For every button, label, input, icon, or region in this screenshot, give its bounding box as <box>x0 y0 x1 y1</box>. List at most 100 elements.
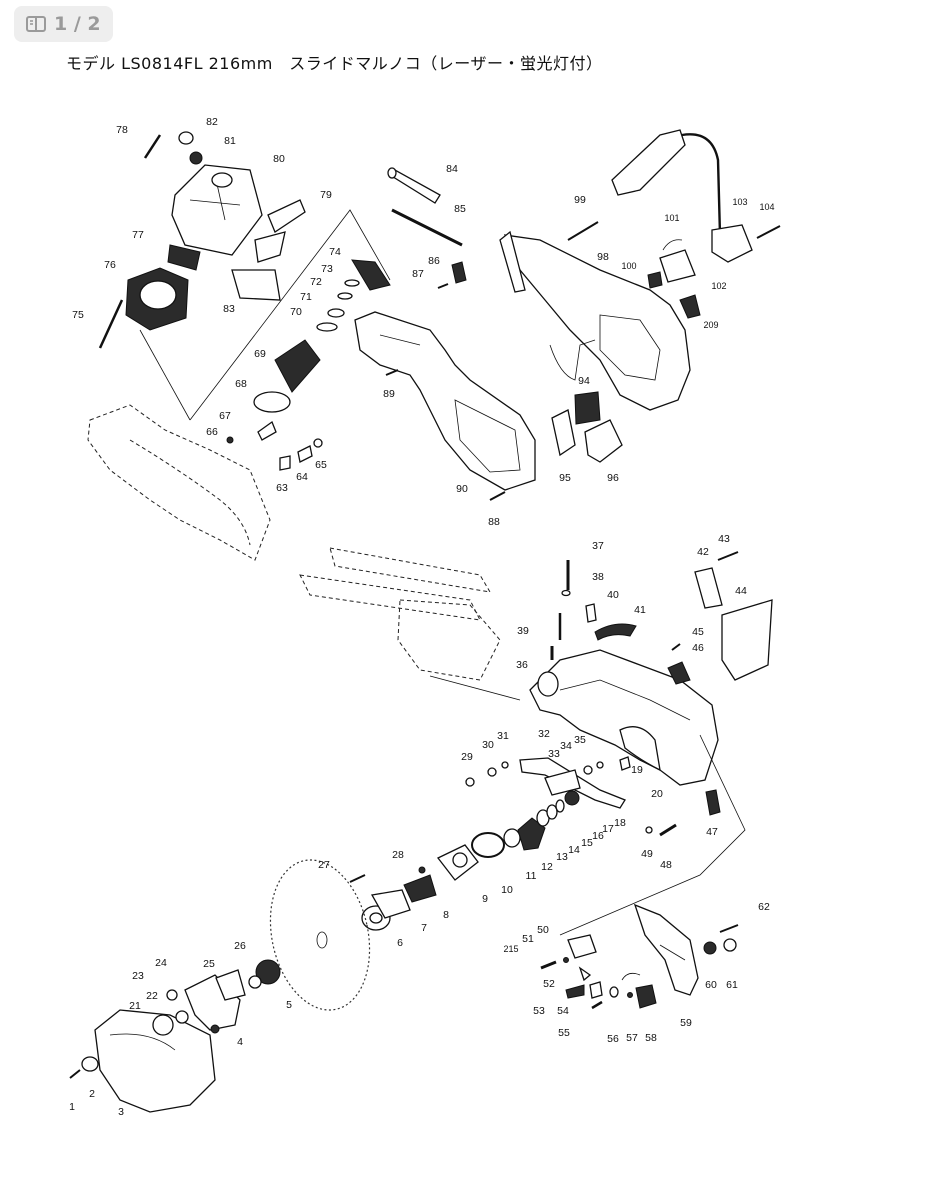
part-label-102: 102 <box>711 281 726 291</box>
part-label-104: 104 <box>759 202 774 212</box>
part-label-101: 101 <box>664 213 679 223</box>
part-label-54: 54 <box>557 1005 569 1017</box>
part-label-17: 17 <box>602 823 614 835</box>
part-label-6: 6 <box>397 937 403 949</box>
part-label-88: 88 <box>488 516 500 528</box>
part-label-41: 41 <box>634 604 646 616</box>
part-label-81: 81 <box>224 135 236 147</box>
part-label-94: 94 <box>578 375 590 387</box>
part-label-85: 85 <box>454 203 466 215</box>
part-label-11: 11 <box>526 870 537 882</box>
part-label-69: 69 <box>254 348 266 360</box>
part-label-50: 50 <box>537 924 549 936</box>
part-label-34: 34 <box>560 740 572 752</box>
part-label-36: 36 <box>516 659 528 671</box>
part-label-28: 28 <box>392 849 404 861</box>
part-label-26: 26 <box>234 940 246 952</box>
part-label-96: 96 <box>607 472 619 484</box>
part-label-100: 100 <box>621 261 636 271</box>
part-label-16: 16 <box>592 830 604 842</box>
part-label-75: 75 <box>72 309 84 321</box>
part-label-44: 44 <box>735 585 747 597</box>
part-label-1: 1 <box>69 1101 75 1113</box>
part-label-12: 12 <box>541 861 553 873</box>
part-label-48: 48 <box>660 859 672 871</box>
part-label-2: 2 <box>89 1088 95 1100</box>
part-label-95: 95 <box>559 472 571 484</box>
part-label-60: 60 <box>705 979 717 991</box>
part-label-19: 19 <box>631 764 643 776</box>
part-label-46: 46 <box>692 642 704 654</box>
part-label-31: 31 <box>497 730 509 742</box>
part-label-25: 25 <box>203 958 215 970</box>
diagram-artwork <box>69 129 781 1113</box>
part-label-65: 65 <box>315 459 327 471</box>
part-label-82: 82 <box>206 116 218 128</box>
part-label-33: 33 <box>548 748 560 760</box>
part-label-8: 8 <box>443 909 449 921</box>
part-label-39: 39 <box>517 625 529 637</box>
part-label-59: 59 <box>680 1017 692 1029</box>
part-label-89: 89 <box>383 388 395 400</box>
part-label-215: 215 <box>503 944 518 954</box>
part-label-51: 51 <box>522 933 534 945</box>
part-label-23: 23 <box>132 970 144 982</box>
part-label-5: 5 <box>286 999 292 1011</box>
part-label-45: 45 <box>692 626 704 638</box>
part-label-55: 55 <box>558 1027 570 1039</box>
part-label-68: 68 <box>235 378 247 390</box>
part-label-14: 14 <box>568 844 580 856</box>
part-label-80: 80 <box>273 153 285 165</box>
part-label-21: 21 <box>129 1000 141 1012</box>
part-label-209: 209 <box>703 320 718 330</box>
part-label-71: 71 <box>300 291 312 303</box>
page-indicator-badge[interactable]: 1 / 2 <box>14 6 113 42</box>
part-label-83: 83 <box>223 303 235 315</box>
part-label-40: 40 <box>607 589 619 601</box>
part-label-47: 47 <box>706 826 718 838</box>
part-label-27: 27 <box>318 859 330 871</box>
part-label-7: 7 <box>421 922 427 934</box>
part-label-74: 74 <box>329 246 341 258</box>
part-label-43: 43 <box>718 533 730 545</box>
part-label-52: 52 <box>543 978 555 990</box>
part-label-98: 98 <box>597 251 609 263</box>
part-label-90: 90 <box>456 483 468 495</box>
part-label-53: 53 <box>533 1005 545 1017</box>
part-label-30: 30 <box>482 739 494 751</box>
part-label-79: 79 <box>320 189 332 201</box>
part-label-86: 86 <box>428 255 440 267</box>
part-label-70: 70 <box>290 306 302 318</box>
part-label-37: 37 <box>592 540 604 552</box>
part-label-20: 20 <box>651 788 663 800</box>
part-label-103: 103 <box>732 197 747 207</box>
book-icon <box>26 16 46 32</box>
part-label-3: 3 <box>118 1106 124 1118</box>
part-label-22: 22 <box>146 990 158 1002</box>
part-label-4: 4 <box>237 1036 243 1048</box>
part-label-42: 42 <box>697 546 709 558</box>
part-label-78: 78 <box>116 124 128 136</box>
part-label-49: 49 <box>641 848 653 860</box>
part-label-67: 67 <box>219 410 231 422</box>
part-label-72: 72 <box>310 276 322 288</box>
part-label-32: 32 <box>538 728 550 740</box>
part-label-24: 24 <box>155 957 167 969</box>
part-label-15: 15 <box>581 837 593 849</box>
part-label-38: 38 <box>592 571 604 583</box>
part-label-57: 57 <box>626 1032 638 1044</box>
part-label-76: 76 <box>104 259 116 271</box>
part-label-84: 84 <box>446 163 458 175</box>
part-label-66: 66 <box>206 426 218 438</box>
part-label-73: 73 <box>321 263 333 275</box>
part-label-10: 10 <box>501 884 513 896</box>
part-label-99: 99 <box>574 194 586 206</box>
part-label-29: 29 <box>461 751 473 763</box>
part-label-13: 13 <box>556 851 568 863</box>
part-label-56: 56 <box>607 1033 619 1045</box>
part-label-58: 58 <box>645 1032 657 1044</box>
part-label-63: 63 <box>276 482 288 494</box>
page-indicator-text: 1 / 2 <box>54 13 101 35</box>
